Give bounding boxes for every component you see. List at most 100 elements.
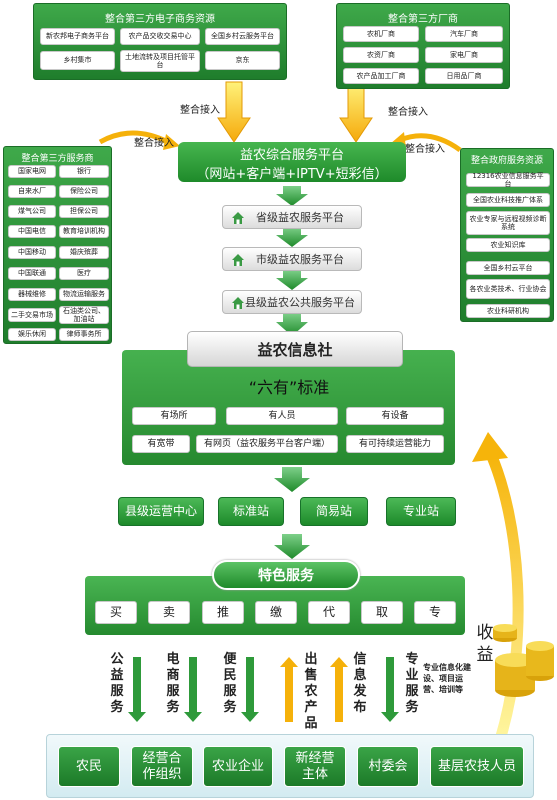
county-platform[interactable]: 县级益农公共服务平台 (222, 290, 362, 314)
standard-item[interactable]: 有人员 (226, 407, 338, 425)
station-county-center[interactable]: 县级运营中心 (118, 497, 204, 526)
user-type[interactable]: 农民 (58, 746, 120, 787)
user-type[interactable]: 经营合作组织 (131, 746, 193, 787)
featured-item[interactable]: 缴 (255, 601, 297, 624)
chevron-5 (274, 467, 310, 492)
flow-note: 专业信息化建设、项目运营、培训等 (423, 663, 471, 694)
panel-item[interactable]: 中国电信 (8, 225, 56, 238)
panel-item[interactable]: 全国乡村云平台 (466, 261, 550, 275)
government-resources-panel: 整合政府服务资源 12316农业信息服务平台 全国农业科技推广体系 农业专家与远… (460, 148, 554, 322)
platform-label: 市级益农服务平台 (256, 253, 344, 266)
station-standard[interactable]: 标准站 (218, 497, 284, 526)
panel-item[interactable]: 各农业类技术、行业协会 (466, 279, 550, 299)
panel-item[interactable]: 乡村集市 (40, 51, 115, 70)
panel-item[interactable]: 教育培训机构 (59, 225, 109, 238)
standard-item[interactable]: 有设备 (346, 407, 444, 425)
panel-item[interactable]: 家电厂商 (425, 47, 503, 63)
user-type[interactable]: 基层农技人员 (430, 746, 524, 787)
chevron-6 (274, 534, 310, 559)
panel-item[interactable]: 日用品厂商 (425, 68, 503, 84)
chevron-3 (276, 270, 308, 290)
panel-title: 整合政府服务资源 (470, 156, 543, 166)
standard-item[interactable]: 有场所 (132, 407, 216, 425)
panel-item[interactable]: 煤气公司 (8, 205, 56, 218)
panel-item[interactable]: 农业科研机构 (466, 304, 550, 318)
panel-item[interactable]: 土地流转及项目托管平台 (120, 50, 200, 72)
panel-item[interactable]: 12316农业信息服务平台 (466, 172, 550, 188)
flow-label: 信息发布 (353, 652, 367, 715)
standard-item[interactable]: 有可持续运营能力 (346, 435, 444, 453)
service-providers-panel: 整合第三方服务商 国家电网 银行 自来水厂 保险公司 煤气公司 担保公司 中国电… (3, 146, 112, 344)
panel-item[interactable]: 医疗 (59, 267, 109, 280)
user-type[interactable]: 新经营主体 (284, 746, 346, 787)
standards-title: “六有”标准 (248, 378, 330, 397)
panel-item[interactable]: 新农邦电子商务平台 (40, 28, 115, 45)
panel-item[interactable]: 国家电网 (8, 165, 56, 178)
featured-item[interactable]: 推 (202, 601, 244, 624)
coins-icon (493, 624, 554, 697)
featured-item[interactable]: 买 (95, 601, 137, 624)
standard-item[interactable]: 有宽带 (132, 435, 190, 453)
panel-item[interactable]: 物流运输服务 (59, 288, 109, 301)
panel-item[interactable]: 自来水厂 (8, 185, 56, 198)
user-type[interactable]: 村委会 (357, 746, 419, 787)
panel-item[interactable]: 全国农业科技推广体系 (466, 193, 550, 207)
arrow-curve-left (98, 130, 170, 145)
manufacturers-panel: 整合第三方厂商 农机厂商 汽车厂商 农资厂商 家电厂商 农产品加工厂商 日用品厂… (336, 3, 510, 89)
panel-item[interactable]: 律师事务所 (59, 328, 109, 341)
featured-item[interactable]: 取 (361, 601, 403, 624)
integrate-label: 整合接入 (180, 105, 220, 116)
chevron-2 (276, 227, 308, 247)
flow-label: 电商服务 (166, 652, 180, 715)
panel-title: 整合第三方服务商 (21, 154, 94, 164)
user-type[interactable]: 农业企业 (203, 746, 273, 787)
station-simple[interactable]: 简易站 (300, 497, 368, 526)
panel-item[interactable]: 农产品交收交易中心 (120, 28, 200, 45)
panel-item[interactable]: 农业专家与远程视频诊断系统 (466, 211, 550, 235)
panel-item[interactable]: 农资厂商 (343, 47, 419, 63)
panel-item[interactable]: 石油类公司、加油站 (59, 306, 109, 324)
platform-label: 省级益农服务平台 (256, 211, 344, 224)
integrate-label: 整合接入 (405, 144, 445, 155)
six-standards-panel: “六有”标准 有场所 有人员 有设备 有宽带 有网页（益农服务平台客户端） 有可… (122, 350, 455, 465)
panel-item[interactable]: 汽车厂商 (425, 26, 503, 42)
city-platform[interactable]: 市级益农服务平台 (222, 247, 362, 271)
panel-title: 整合第三方厂商 (388, 14, 458, 25)
panel-title: 整合第三方电子商务资源 (105, 14, 215, 25)
panel-item[interactable]: 中国联通 (8, 267, 56, 280)
panel-item[interactable]: 农产品加工厂商 (343, 68, 419, 84)
panel-item[interactable]: 农业知识库 (466, 238, 550, 252)
panel-item[interactable]: 保险公司 (59, 185, 109, 198)
featured-item[interactable]: 专 (414, 601, 456, 624)
panel-item[interactable]: 担保公司 (59, 205, 109, 218)
featured-services-title: 特色服务 (212, 560, 360, 590)
platform-label: 县级益农公共服务平台 (245, 296, 355, 309)
featured-item[interactable]: 卖 (148, 601, 190, 624)
panel-item[interactable]: 二手交易市场 (8, 308, 56, 322)
platform-title: 益农综合服务平台 (239, 148, 344, 163)
station-professional[interactable]: 专业站 (386, 497, 456, 526)
panel-item[interactable]: 全国乡村云服务平台 (205, 28, 280, 45)
provincial-platform[interactable]: 省级益农服务平台 (222, 205, 362, 229)
flow-label: 专业服务 (405, 652, 419, 715)
integrate-label: 整合接入 (388, 107, 428, 118)
panel-item[interactable]: 器械维修 (8, 288, 56, 301)
standard-item[interactable]: 有网页（益农服务平台客户端） (196, 435, 338, 453)
featured-item[interactable]: 代 (308, 601, 350, 624)
panel-item[interactable]: 婚庆殡葬 (59, 246, 109, 259)
panel-item[interactable]: 银行 (59, 165, 109, 178)
revenue-label: 收益 (476, 623, 494, 665)
platform-subtitle: （网站+客户端+IPTV+短彩信） (196, 167, 388, 182)
panel-item[interactable]: 京东 (205, 51, 280, 70)
flow-arrows (128, 657, 399, 722)
info-society-title: 益农信息社 (187, 331, 403, 367)
flow-label: 出售农产品 (304, 652, 318, 731)
panel-item[interactable]: 娱乐休闲 (8, 328, 56, 341)
arrow-down-right-top (339, 81, 373, 143)
arrow-curve-right (399, 133, 462, 153)
arrow-down-left-top (217, 81, 251, 143)
integrated-service-platform[interactable]: 益农综合服务平台 （网站+客户端+IPTV+短彩信） (178, 142, 406, 182)
panel-item[interactable]: 中国移动 (8, 246, 56, 259)
panel-item[interactable]: 农机厂商 (343, 26, 419, 42)
